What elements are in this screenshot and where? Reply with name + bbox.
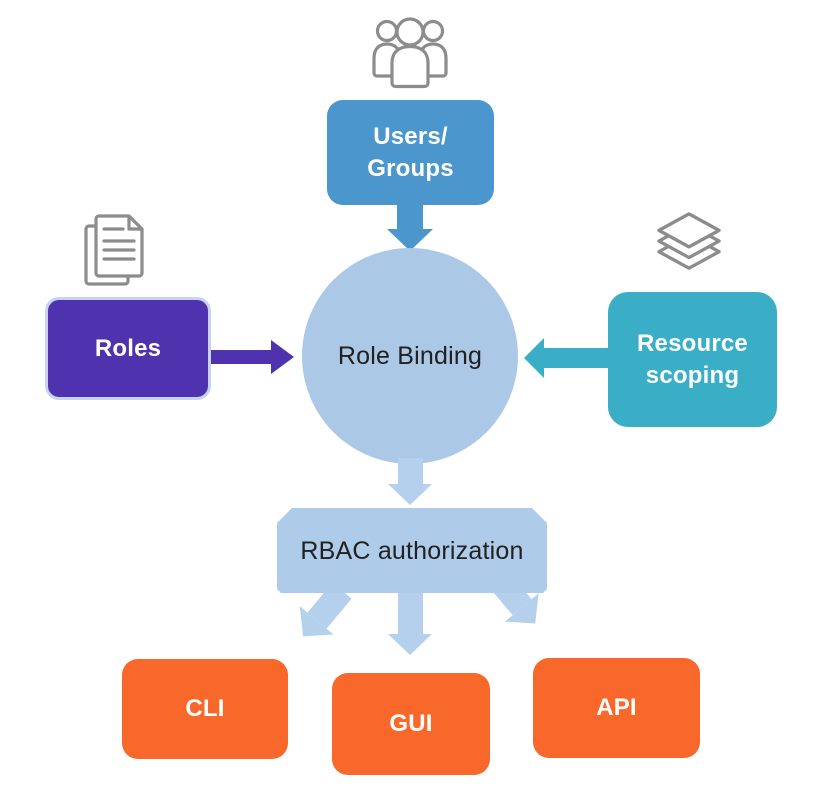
arrow-head: [387, 229, 433, 251]
gui-label: GUI: [389, 710, 433, 737]
arrow-shaft: [211, 350, 271, 364]
arrow-head: [524, 338, 544, 378]
resource-scoping-node: Resource scoping: [608, 292, 777, 427]
resource-scoping-label-line2: scoping: [645, 361, 740, 389]
arrow-resource-to-rolebinding: [524, 338, 610, 378]
layers-icon: [654, 210, 724, 276]
documents-icon: [84, 214, 144, 289]
rbac-authorization-label: RBAC authorization: [300, 536, 524, 565]
arrow-head: [388, 634, 432, 655]
arrow-shaft: [397, 204, 423, 229]
roles-label: Roles: [94, 334, 162, 362]
cli-node: CLI: [122, 659, 288, 759]
users-groups-node: Users/ Groups: [327, 100, 494, 205]
arrow-rolebinding-to-rbac: [388, 458, 432, 505]
arrow-shaft: [397, 588, 423, 634]
arrow-rbac-to-gui: [388, 588, 432, 655]
arrow-shaft: [397, 458, 423, 484]
arrow-users-to-rolebinding: [387, 204, 433, 251]
users-groups-label-line2: Groups: [367, 154, 454, 182]
role-binding-label: Role Binding: [337, 342, 483, 370]
arrow-head: [388, 484, 432, 505]
roles-node: Roles: [45, 297, 211, 400]
rbac-authorization-banner: RBAC authorization: [277, 508, 547, 593]
api-label: API: [596, 694, 637, 721]
users-groups-label-line1: Users/: [373, 122, 448, 150]
resource-scoping-label-line1: Resource: [637, 329, 748, 357]
group-icon: [372, 12, 448, 90]
arrow-shaft: [544, 348, 610, 368]
gui-node: GUI: [332, 673, 490, 775]
api-node: API: [533, 658, 700, 758]
role-binding-circle: Role Binding: [302, 248, 518, 464]
arrow-roles-to-rolebinding: [211, 340, 294, 374]
arrow-head: [271, 340, 294, 374]
cli-label: CLI: [185, 695, 225, 722]
